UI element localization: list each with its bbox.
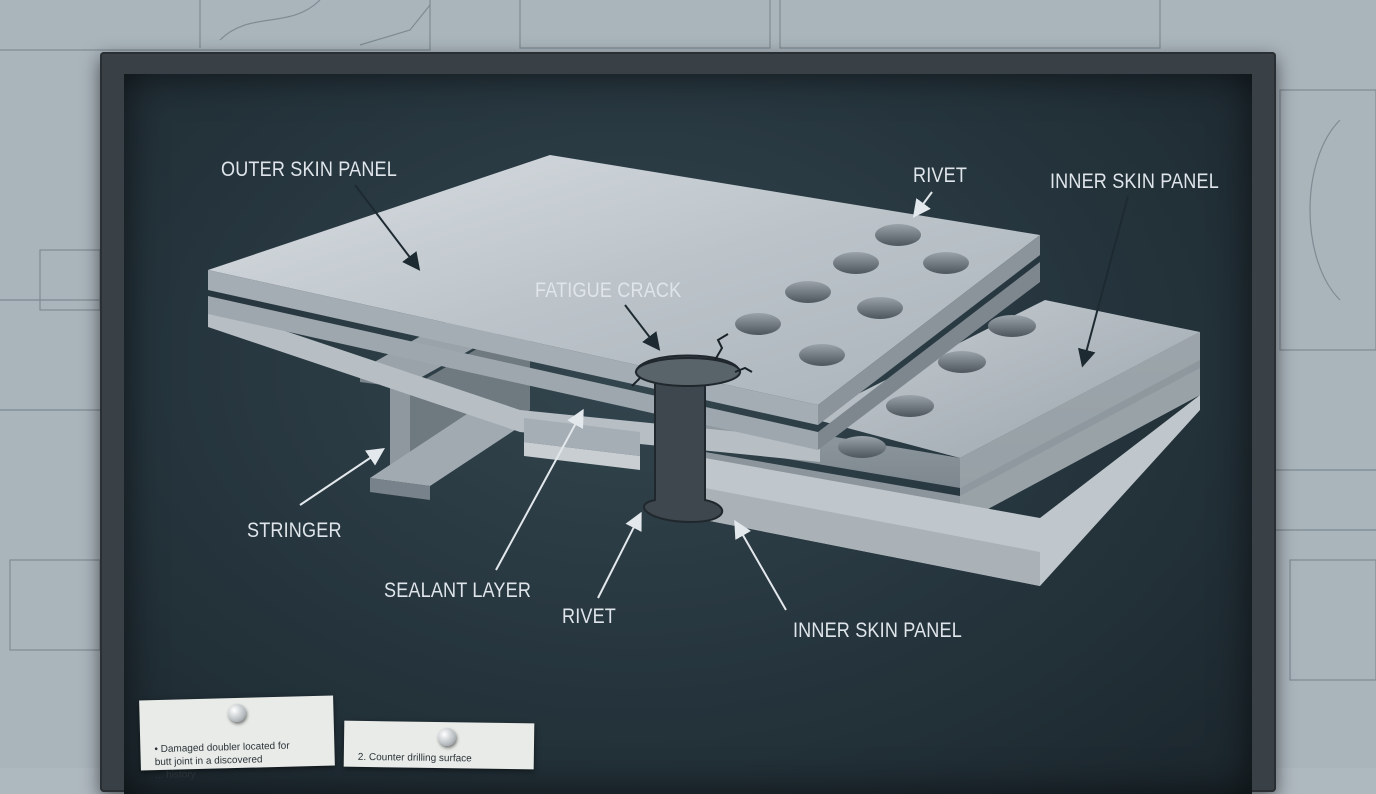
label-stringer: STRINGER bbox=[247, 519, 342, 543]
inner-panel-rivets bbox=[838, 315, 1036, 458]
arrow-inner-skin-panel-bottom bbox=[734, 519, 787, 611]
label-inner-skin-panel-bottom: INNER SKIN PANEL bbox=[793, 619, 962, 643]
pushpin-icon bbox=[228, 704, 246, 722]
label-sealant-layer: SEALANT LAYER bbox=[384, 579, 531, 603]
riveted-lap-joint-diagram: OUTER SKIN PANEL RIVET INNER SKIN PANEL … bbox=[208, 155, 1219, 643]
diagram-labels: OUTER SKIN PANEL RIVET INNER SKIN PANEL … bbox=[221, 158, 1219, 643]
label-fatigue-crack: FATIGUE CRACK bbox=[535, 279, 681, 303]
pushpin-icon bbox=[438, 728, 456, 746]
label-rivet-top: RIVET bbox=[913, 164, 967, 188]
label-inner-skin-panel-top: INNER SKIN PANEL bbox=[1050, 170, 1219, 194]
pinned-note-right-text: 2. Counter drilling surface bbox=[357, 751, 472, 765]
arrow-inner-skin-panel-top bbox=[1078, 195, 1129, 368]
inner-skin-panel bbox=[705, 300, 1200, 586]
label-outer-skin-panel: OUTER SKIN PANEL bbox=[221, 158, 397, 182]
arrow-fatigue-crack bbox=[624, 304, 661, 351]
leader-arrows bbox=[299, 184, 1129, 611]
arrow-stringer bbox=[299, 447, 385, 506]
fatigue-crack bbox=[631, 333, 753, 387]
arrow-sealant-layer bbox=[495, 408, 584, 571]
outer-panel-rivets bbox=[735, 224, 969, 366]
arrow-rivet-top bbox=[912, 191, 933, 218]
arrow-rivet-bottom bbox=[597, 511, 642, 599]
label-rivet-bottom: RIVET bbox=[562, 605, 616, 629]
sealant-and-doubler-layers bbox=[208, 305, 820, 470]
arrow-outer-skin-panel bbox=[354, 184, 421, 271]
section-rivet bbox=[634, 354, 742, 524]
pinned-note-right: 2. Counter drilling surface bbox=[343, 720, 535, 770]
